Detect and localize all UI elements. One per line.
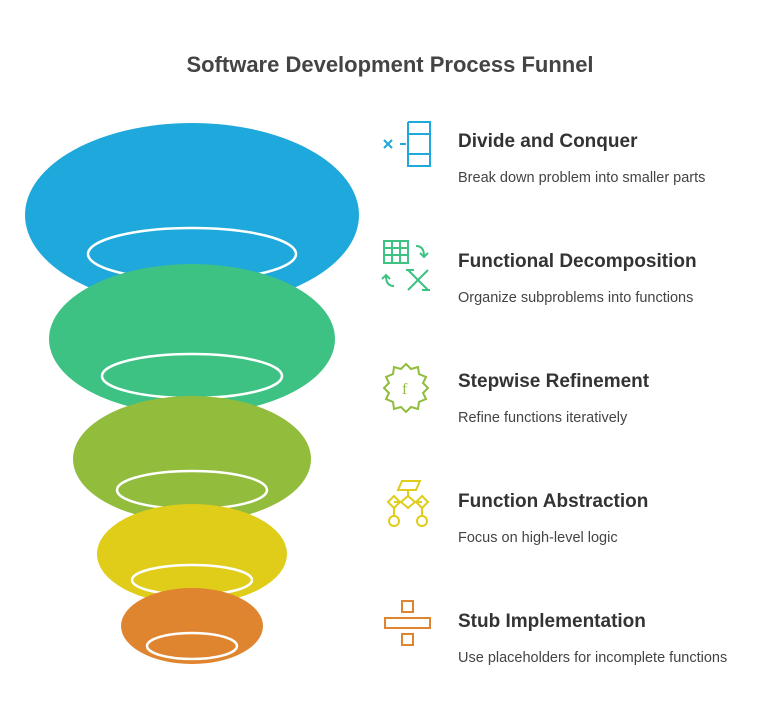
step-heading: Functional Decomposition: [458, 251, 697, 272]
svg-text:f: f: [402, 381, 408, 398]
step-heading: Stub Implementation: [458, 611, 646, 632]
step-description: Use placeholders for incomplete function…: [458, 650, 728, 666]
step-description: Focus on high-level logic: [458, 530, 618, 546]
flowchart-icon: [386, 480, 430, 527]
divide-icon: [383, 121, 431, 167]
step-heading: Divide and Conquer: [458, 131, 638, 152]
stub-divide-icon: [384, 600, 431, 646]
step-heading: Stepwise Refinement: [458, 371, 650, 392]
step-description: Refine functions iteratively: [458, 410, 628, 426]
spreadsheet-function-icon: [381, 240, 430, 291]
funnel-layer-3[interactable]: [73, 396, 311, 522]
funnel-layer-5[interactable]: [121, 588, 263, 664]
page-title: Software Development Process Funnel: [186, 52, 594, 77]
step-description: Break down problem into smaller parts: [458, 170, 706, 186]
function-gear-icon: f: [382, 362, 430, 414]
step-description: Organize subproblems into functions: [458, 290, 694, 306]
funnel-layer-2[interactable]: [49, 264, 335, 414]
step-heading: Function Abstraction: [458, 491, 649, 512]
